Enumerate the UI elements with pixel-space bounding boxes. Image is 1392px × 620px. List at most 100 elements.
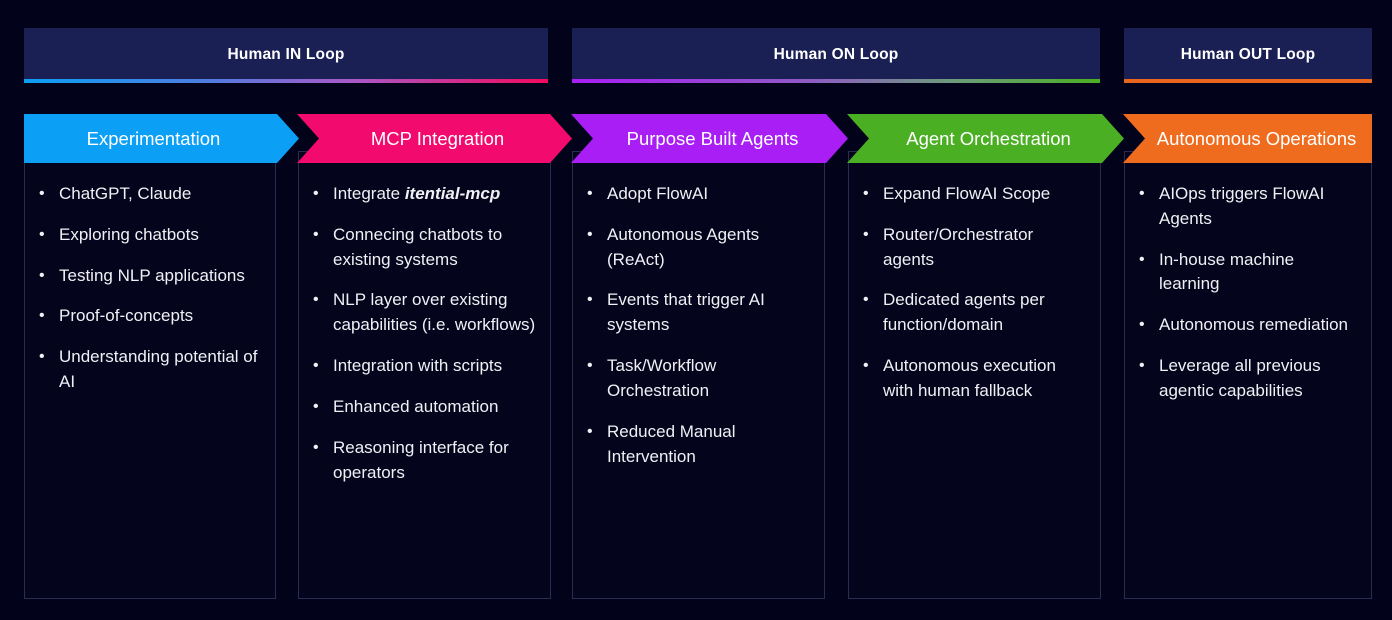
bullet-item: • Enhanced automation [313,395,536,420]
bullet-dot-icon: • [39,307,45,325]
loop-underline-human-out-loop [1124,79,1372,83]
bullet-list: • AIOps triggers FlowAI Agents • In-house m… [1139,182,1357,404]
bullet-item: • Autonomous execution with human fallbac… [863,354,1086,404]
bullet-text: Connecing chatbots to existing systems [333,224,503,269]
bullet-dot-icon: • [313,438,319,456]
bullet-text: Enhanced automation [333,396,499,416]
stage-panel-agent-orchestration: • Expand FlowAI Scope • Router/Orchestrator… [848,151,1101,599]
bullet-dot-icon: • [1139,250,1145,268]
bullet-item: • AIOps triggers FlowAI Agents [1139,182,1357,232]
bullet-text: Dedicated agents per function/domain [883,290,1045,335]
bullet-item: • Autonomous Agents (ReAct) [587,223,810,273]
bullet-item: • Adopt FlowAI [587,182,810,207]
bullet-dot-icon: • [39,185,45,202]
stage-banner-experimentation[interactable]: Experimentation [24,114,299,163]
bullet-dot-icon: • [863,357,869,375]
bullet-item: • Events that trigger AI systems [587,288,810,338]
bullet-text: Router/Orchestrator agents [883,224,1034,269]
bullet-item: • Integration with scripts [313,354,536,379]
bullet-text: Integration with scripts [333,356,503,376]
bullet-item: • Integrate itential-mcp [313,182,536,207]
stage-banner-autonomous-operations[interactable]: Autonomous Operations [1123,114,1372,163]
bullet-dot-icon: • [587,225,593,243]
loop-underline-human-on-loop [572,79,1100,83]
bullet-dot-icon: • [587,422,593,440]
stage-banner-label: Experimentation [86,127,221,149]
bullet-item: • Leverage all previous agentic capabilit… [1139,354,1357,404]
bullet-item: • Reduced Manual Intervention [587,420,810,470]
bullet-item: • ChatGPT, Claude [39,182,261,207]
bullet-text: Integrate itential-mcp [333,184,501,203]
bullet-text: Adopt FlowAI [607,184,709,203]
bullet-dot-icon: • [313,185,319,202]
bullet-item: • Testing NLP applications [39,264,261,289]
bullet-item: • Dedicated agents per function/domain [863,288,1086,338]
bullet-dot-icon: • [313,357,319,375]
stage-banner-label: Autonomous Operations [1156,127,1357,149]
bullet-item: • Expand FlowAI Scope [863,182,1086,207]
bullet-text: Events that trigger AI systems [607,290,765,335]
bullet-text: Autonomous execution with human fallback [883,356,1056,400]
bullet-item: • In-house machine learning [1139,248,1357,298]
bullet-dot-icon: • [587,185,593,202]
bullet-text: Reduced Manual Intervention [607,421,736,466]
stage-panel-mcp-integration: • Integrate itential-mcp • Connecing chatbo… [298,151,551,599]
bullet-text: In-house machine learning [1159,249,1295,294]
bullet-text: Expand FlowAI Scope [883,184,1051,203]
bullet-text: Autonomous Agents (ReAct) [607,224,760,269]
bullet-item: • Router/Orchestrator agents [863,223,1086,273]
bullet-text: Autonomous remediation [1159,315,1349,335]
bullet-text: AIOps triggers FlowAI Agents [1159,184,1325,228]
bullet-dot-icon: • [863,291,869,309]
bullet-dot-icon: • [863,185,869,202]
bullet-item: • Autonomous remediation [1139,313,1357,338]
bullet-item: • Proof-of-concepts [39,304,261,329]
stage-banner-purpose-built-agents[interactable]: Purpose Built Agents [571,114,848,163]
loop-header-human-out-loop: Human OUT Loop [1124,28,1372,82]
bullet-item: • Exploring chatbots [39,223,261,248]
bullet-list: • ChatGPT, Claude • Exploring chatbots • Test… [39,182,261,395]
bullet-text: Reasoning interface for operators [333,437,509,482]
loop-underline-human-in-loop [24,79,548,83]
loop-header-human-on-loop: Human ON Loop [572,28,1100,82]
loop-header-human-in-loop: Human IN Loop [24,28,548,82]
bullet-dot-icon: • [39,348,45,366]
bullet-list: • Expand FlowAI Scope • Router/Orchestrator… [863,182,1086,404]
bullet-dot-icon: • [1139,316,1145,334]
bullet-dot-icon: • [863,225,869,243]
loop-header-label: Human OUT Loop [1180,46,1316,63]
bullet-list: • Integrate itential-mcp • Connecing chatbo… [313,182,536,485]
loop-header-label: Human IN Loop [227,46,345,63]
bullet-item: • Task/Workflow Orchestration [587,354,810,404]
stage-banner-mcp-integration[interactable]: MCP Integration [297,114,572,163]
stage-banner-label: Purpose Built Agents [626,127,799,149]
stage-panel-experimentation: • ChatGPT, Claude • Exploring chatbots • Test… [24,151,276,599]
bullet-dot-icon: • [313,291,319,309]
bullet-text: Testing NLP applications [59,265,245,285]
bullet-text: NLP layer over existing capabilities (i.… [333,290,536,335]
bullet-text: Proof-of-concepts [59,306,194,326]
stage-banner-label: Agent Orchestration [906,127,1071,149]
bullet-dot-icon: • [1139,357,1145,375]
bullet-list: •Adopt FlowAI•Autonomous Agents (ReAct)•… [587,182,810,469]
bullet-item: • NLP layer over existing capabilities (i… [313,288,536,338]
bullet-text: Understanding potential of AI [59,347,258,392]
bullet-text: Exploring chatbots [59,224,199,244]
bullet-text: Task/Workflow Orchestration [607,356,717,400]
loop-header-label: Human ON Loop [773,46,899,63]
stage-banner-label: MCP Integration [370,127,505,149]
bullet-text: ChatGPT, Claude [59,184,192,203]
bullet-dot-icon: • [39,225,45,243]
bullet-dot-icon: • [1139,185,1145,202]
bullet-dot-icon: • [587,291,593,309]
bullet-dot-icon: • [313,397,319,415]
stage-banner-agent-orchestration[interactable]: Agent Orchestration [847,114,1124,163]
bullet-dot-icon: • [39,266,45,284]
stage-panel-autonomous-operations: • AIOps triggers FlowAI Agents • In-house m… [1124,151,1372,599]
bullet-dot-icon: • [587,357,593,375]
bullet-item: • Understanding potential of AI [39,345,261,395]
bullet-item: • Reasoning interface for operators [313,436,536,486]
stage-panel-purpose-built-agents: •Adopt FlowAI•Autonomous Agents (ReAct)•… [572,151,825,599]
bullet-text: Leverage all previous agentic capabiliti… [1159,356,1321,400]
